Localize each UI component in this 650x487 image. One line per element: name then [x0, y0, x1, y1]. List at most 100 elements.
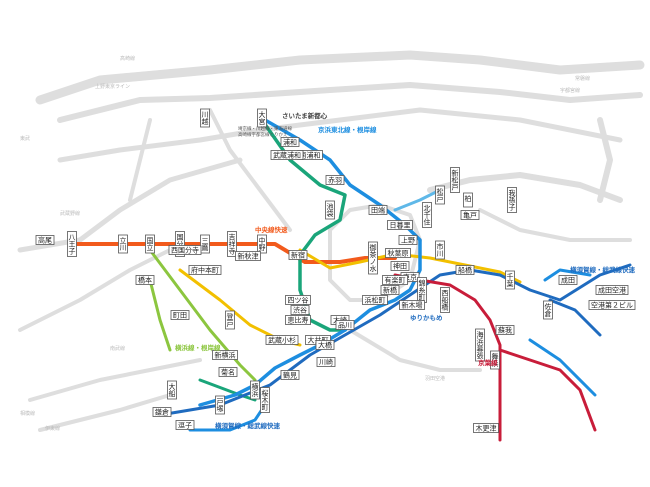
- ghost-label-haneda: 羽田空港: [425, 375, 445, 382]
- station-maihama[interactable]: 舞浜: [490, 350, 500, 370]
- station-kanda[interactable]: 神田: [390, 261, 410, 271]
- station-ohashi[interactable]: 大橋: [315, 340, 335, 350]
- station-kamakura[interactable]: 鎌倉: [152, 407, 172, 417]
- station-label: 新横浜: [215, 351, 236, 360]
- station-zushi[interactable]: 逗子: [175, 420, 195, 430]
- station-label: 恵比寿: [288, 316, 309, 325]
- station-label: 浜松町: [365, 296, 386, 305]
- station-label-char: 大: [259, 110, 266, 119]
- station-omiya[interactable]: 大宮: [257, 108, 267, 128]
- station-mitaka[interactable]: 三鷹: [200, 234, 210, 254]
- station-ichikawa[interactable]: 市川: [435, 240, 445, 260]
- station-kinshicho[interactable]: 錦糸町: [417, 277, 427, 303]
- station-ueno[interactable]: 上野: [398, 235, 418, 245]
- station-kawasaki[interactable]: 川崎: [316, 357, 336, 367]
- station-matsudo[interactable]: 松戸: [435, 185, 445, 205]
- station-nakano[interactable]: 中野: [257, 234, 267, 254]
- bg-line-ring-inner: [328, 203, 422, 302]
- station-ebisu[interactable]: 恵比寿: [285, 315, 311, 325]
- station-kichijoji[interactable]: 吉祥寺: [227, 231, 237, 257]
- station-abiko[interactable]: 我孫子: [507, 187, 517, 213]
- station-box: [316, 357, 336, 367]
- station-box: [440, 287, 450, 313]
- station-shinjuku[interactable]: 新宿: [288, 250, 308, 260]
- station-shinagawa[interactable]: 品川: [335, 320, 355, 330]
- station-hashimoto[interactable]: 橋本: [135, 275, 155, 285]
- station-label: 川崎: [319, 358, 333, 367]
- station-kashiwa[interactable]: 柏: [463, 192, 473, 208]
- station-urawa[interactable]: 浦和: [280, 137, 300, 147]
- station-kawagoe[interactable]: 川越: [200, 108, 210, 128]
- station-box: [325, 200, 335, 220]
- station-shin-akitsu[interactable]: 新秋津: [235, 251, 261, 261]
- station-shin-matsudo[interactable]: 新松戸: [450, 167, 460, 193]
- station-fuchu-hommachi[interactable]: 府中本町: [188, 265, 222, 275]
- station-sakuragicho[interactable]: 桜木町: [260, 387, 270, 413]
- station-box: [168, 245, 202, 255]
- station-box: [200, 234, 210, 254]
- station-label: 蘇我: [498, 326, 512, 335]
- station-funabashi[interactable]: 船橋: [455, 265, 475, 275]
- station-musashino[interactable]: 西国分寺: [168, 245, 202, 255]
- station-chiba[interactable]: 千葉: [505, 270, 515, 290]
- station-box: [265, 335, 299, 345]
- station-label: 新橋: [383, 286, 397, 295]
- station-nishi-funabashi[interactable]: 西船橋: [440, 287, 450, 313]
- station-tabata[interactable]: 田端: [368, 205, 388, 215]
- station-noborito[interactable]: 登戸: [225, 310, 235, 330]
- station-label: 木更津: [476, 424, 497, 433]
- station-box: [285, 315, 311, 325]
- station-tachikawa[interactable]: 立川: [118, 234, 128, 254]
- station-soga[interactable]: 蘇我: [495, 325, 515, 335]
- station-label-char: 西: [442, 290, 449, 298]
- station-shin-kiba[interactable]: 新木場: [399, 300, 425, 310]
- station-box: [175, 231, 185, 257]
- station-takao[interactable]: 高尾: [35, 235, 55, 245]
- station-shinbashi[interactable]: 新橋: [380, 285, 400, 295]
- station-label-char: 木: [262, 396, 269, 405]
- station-akihabara[interactable]: 秋葉原: [385, 248, 411, 258]
- station-musashi-urawa[interactable]: 武蔵浦和: [270, 150, 304, 160]
- station-kunitachi[interactable]: 国立: [145, 234, 155, 254]
- station-label: 鎌倉: [155, 408, 169, 417]
- station-ofuna[interactable]: 大船: [167, 380, 177, 400]
- station-tsurumi[interactable]: 鶴見: [280, 370, 300, 380]
- station-akabane[interactable]: 赤羽: [325, 175, 345, 185]
- station-label: 四ツ谷: [288, 296, 309, 305]
- station-sakura[interactable]: 佐倉: [543, 300, 553, 320]
- station-box: [399, 300, 425, 310]
- station-hamamatsucho[interactable]: 浜松町: [362, 295, 388, 305]
- station-kisarazu[interactable]: 木更津: [473, 423, 499, 433]
- station-narita[interactable]: 成田: [558, 275, 578, 285]
- station-hamamatsu[interactable]: 有楽町: [382, 275, 408, 285]
- bg-line-center-1: [208, 108, 292, 232]
- station-label-char: 王: [69, 241, 76, 249]
- station-nippori[interactable]: 日暮里: [387, 220, 413, 230]
- station-shibuya[interactable]: 渋谷: [290, 305, 310, 315]
- station-shin-yokohama[interactable]: 新横浜: [212, 350, 238, 360]
- station-label-char: 野: [259, 244, 266, 252]
- station-label: 品川: [338, 322, 352, 330]
- station-yokohama[interactable]: 横浜: [250, 380, 260, 400]
- station-kikuna[interactable]: 菊名: [218, 367, 238, 377]
- station-totsuka[interactable]: 戸塚: [215, 395, 225, 415]
- station-label-char: 御: [370, 243, 377, 252]
- keihin-tohoku-line: [198, 118, 422, 407]
- station-label-char: 海: [477, 330, 484, 339]
- station-box: [385, 248, 411, 258]
- station-machida[interactable]: 町田: [170, 310, 190, 320]
- station-kitasenju[interactable]: 北千住: [422, 202, 432, 228]
- station-hachioji[interactable]: 八王子: [67, 231, 77, 257]
- station-musashi-kosugi[interactable]: 武蔵小杉: [265, 335, 299, 345]
- station-airport-t2[interactable]: 空港第２ビル: [588, 300, 636, 310]
- station-label-char: 葉: [507, 279, 514, 288]
- station-ikebukuro[interactable]: 池袋: [325, 200, 335, 220]
- station-narita-airport[interactable]: 成田空港: [595, 285, 629, 295]
- station-kinshicho2[interactable]: 亀戸: [460, 210, 480, 220]
- station-yotsuya[interactable]: 四ツ谷: [285, 295, 311, 305]
- station-label: 神田: [393, 262, 407, 271]
